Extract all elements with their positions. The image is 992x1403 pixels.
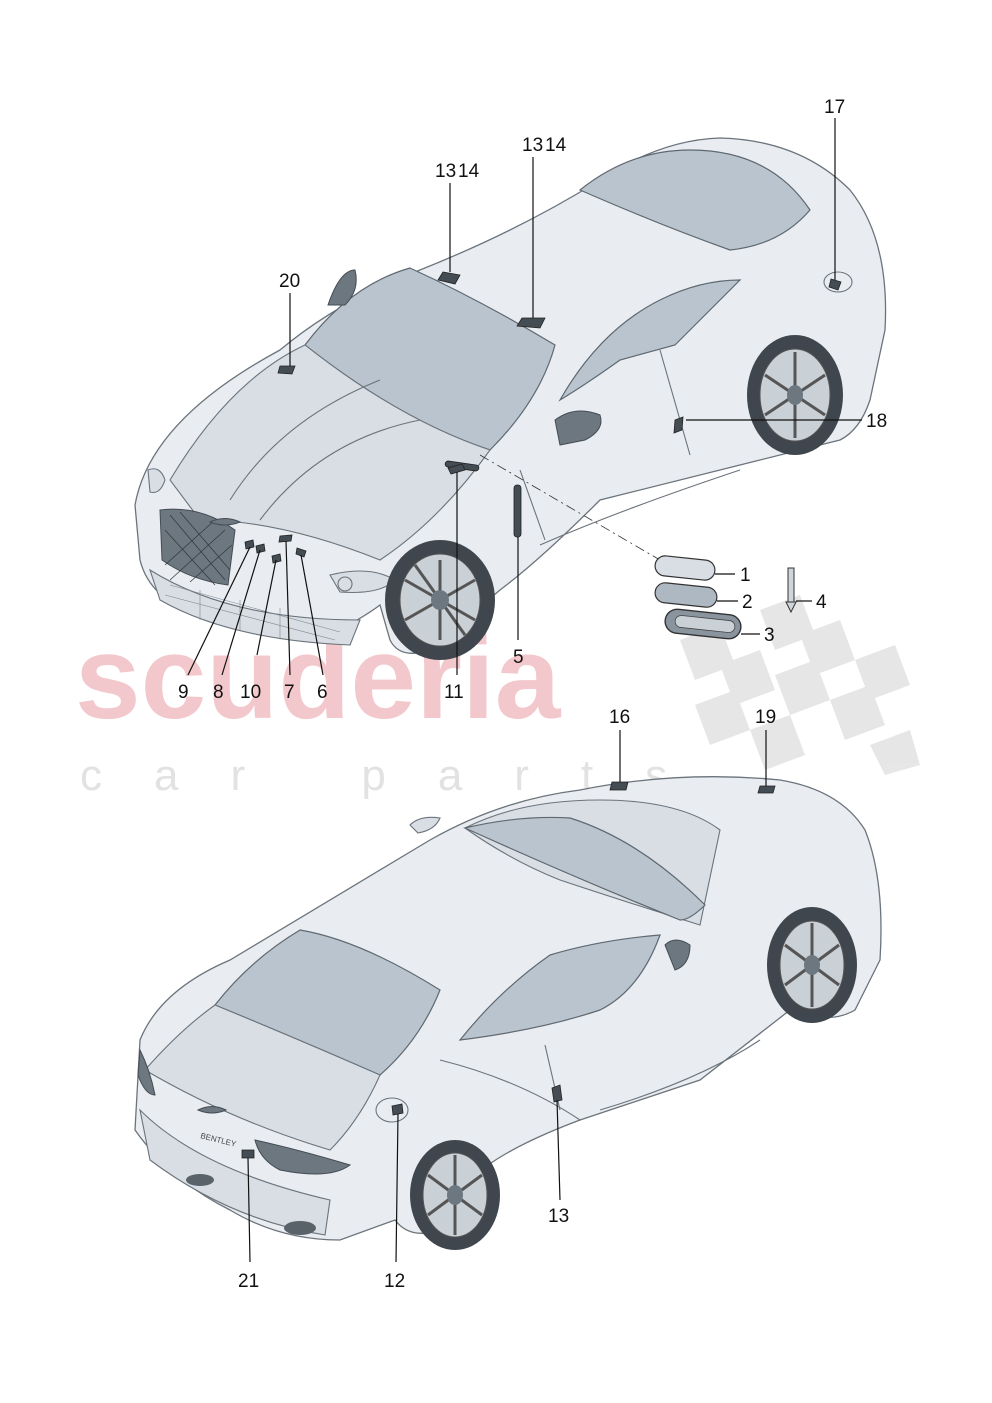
badge-part-2	[654, 582, 718, 608]
callout-12: 12	[384, 1271, 405, 1292]
callout-labels-bottom: 16 19 13 12 21	[238, 707, 776, 1292]
rear-wheel-bottom	[410, 1140, 500, 1250]
exploded-parts	[654, 555, 797, 640]
rear-wheel-top	[747, 335, 843, 455]
callout-14a: 14	[458, 161, 480, 182]
callout-8: 8	[213, 682, 224, 703]
clip-part-4	[785, 567, 797, 614]
callout-3: 3	[764, 625, 775, 646]
badge-parts-top	[244, 271, 842, 564]
bentley-emblem-rear	[196, 1106, 228, 1114]
side-window-bottom	[458, 934, 661, 1041]
front-wheel-bottom	[767, 907, 857, 1023]
callout-14b: 14	[545, 135, 567, 156]
trunk	[144, 1004, 381, 1151]
callout-20: 20	[279, 271, 300, 292]
rear-bumper	[139, 1108, 331, 1236]
headlight-left	[147, 468, 166, 494]
callout-13b: 13	[522, 135, 543, 156]
watermark: scuderia car parts	[75, 595, 920, 800]
callout-7: 7	[284, 682, 295, 703]
badge-parts-bottom	[241, 781, 776, 1159]
callout-10: 10	[240, 682, 261, 703]
windshield-far	[463, 816, 706, 921]
callout-5: 5	[513, 647, 524, 668]
hood	[169, 344, 491, 561]
callout-2: 2	[742, 592, 753, 613]
front-intake	[148, 568, 361, 646]
front-wheel	[385, 540, 495, 660]
mirror-far	[409, 816, 441, 834]
car-rear-view: BENTLEY	[134, 776, 882, 1250]
leader-lines	[187, 118, 862, 1263]
badge-part-1	[654, 555, 716, 581]
callout-19: 19	[755, 707, 776, 728]
callout-13a: 13	[435, 161, 456, 182]
callout-4: 4	[816, 592, 827, 613]
rear-glass-top	[578, 149, 811, 251]
taillight-left	[137, 1048, 156, 1096]
checkered-flag-icon	[680, 595, 920, 775]
taillight-right	[254, 1139, 352, 1175]
bentley-emblem-front	[208, 518, 242, 526]
car-front-view	[134, 137, 887, 660]
callout-21: 21	[238, 1271, 259, 1292]
mirror-right	[554, 410, 602, 446]
callout-17: 17	[824, 97, 845, 118]
callout-6: 6	[317, 682, 328, 703]
callout-18: 18	[866, 411, 887, 432]
side-window	[558, 279, 742, 402]
mirror-bottom	[664, 939, 691, 971]
callout-9: 9	[178, 682, 189, 703]
callout-1: 1	[740, 565, 751, 586]
callout-16: 16	[609, 707, 630, 728]
callout-11: 11	[444, 682, 464, 703]
callout-13: 13	[548, 1206, 569, 1227]
mirror-left	[327, 269, 357, 306]
callout-labels-top: 13 14 13 14 17 20 18 1 2 3 4 5 11 6 7 10…	[178, 97, 887, 703]
